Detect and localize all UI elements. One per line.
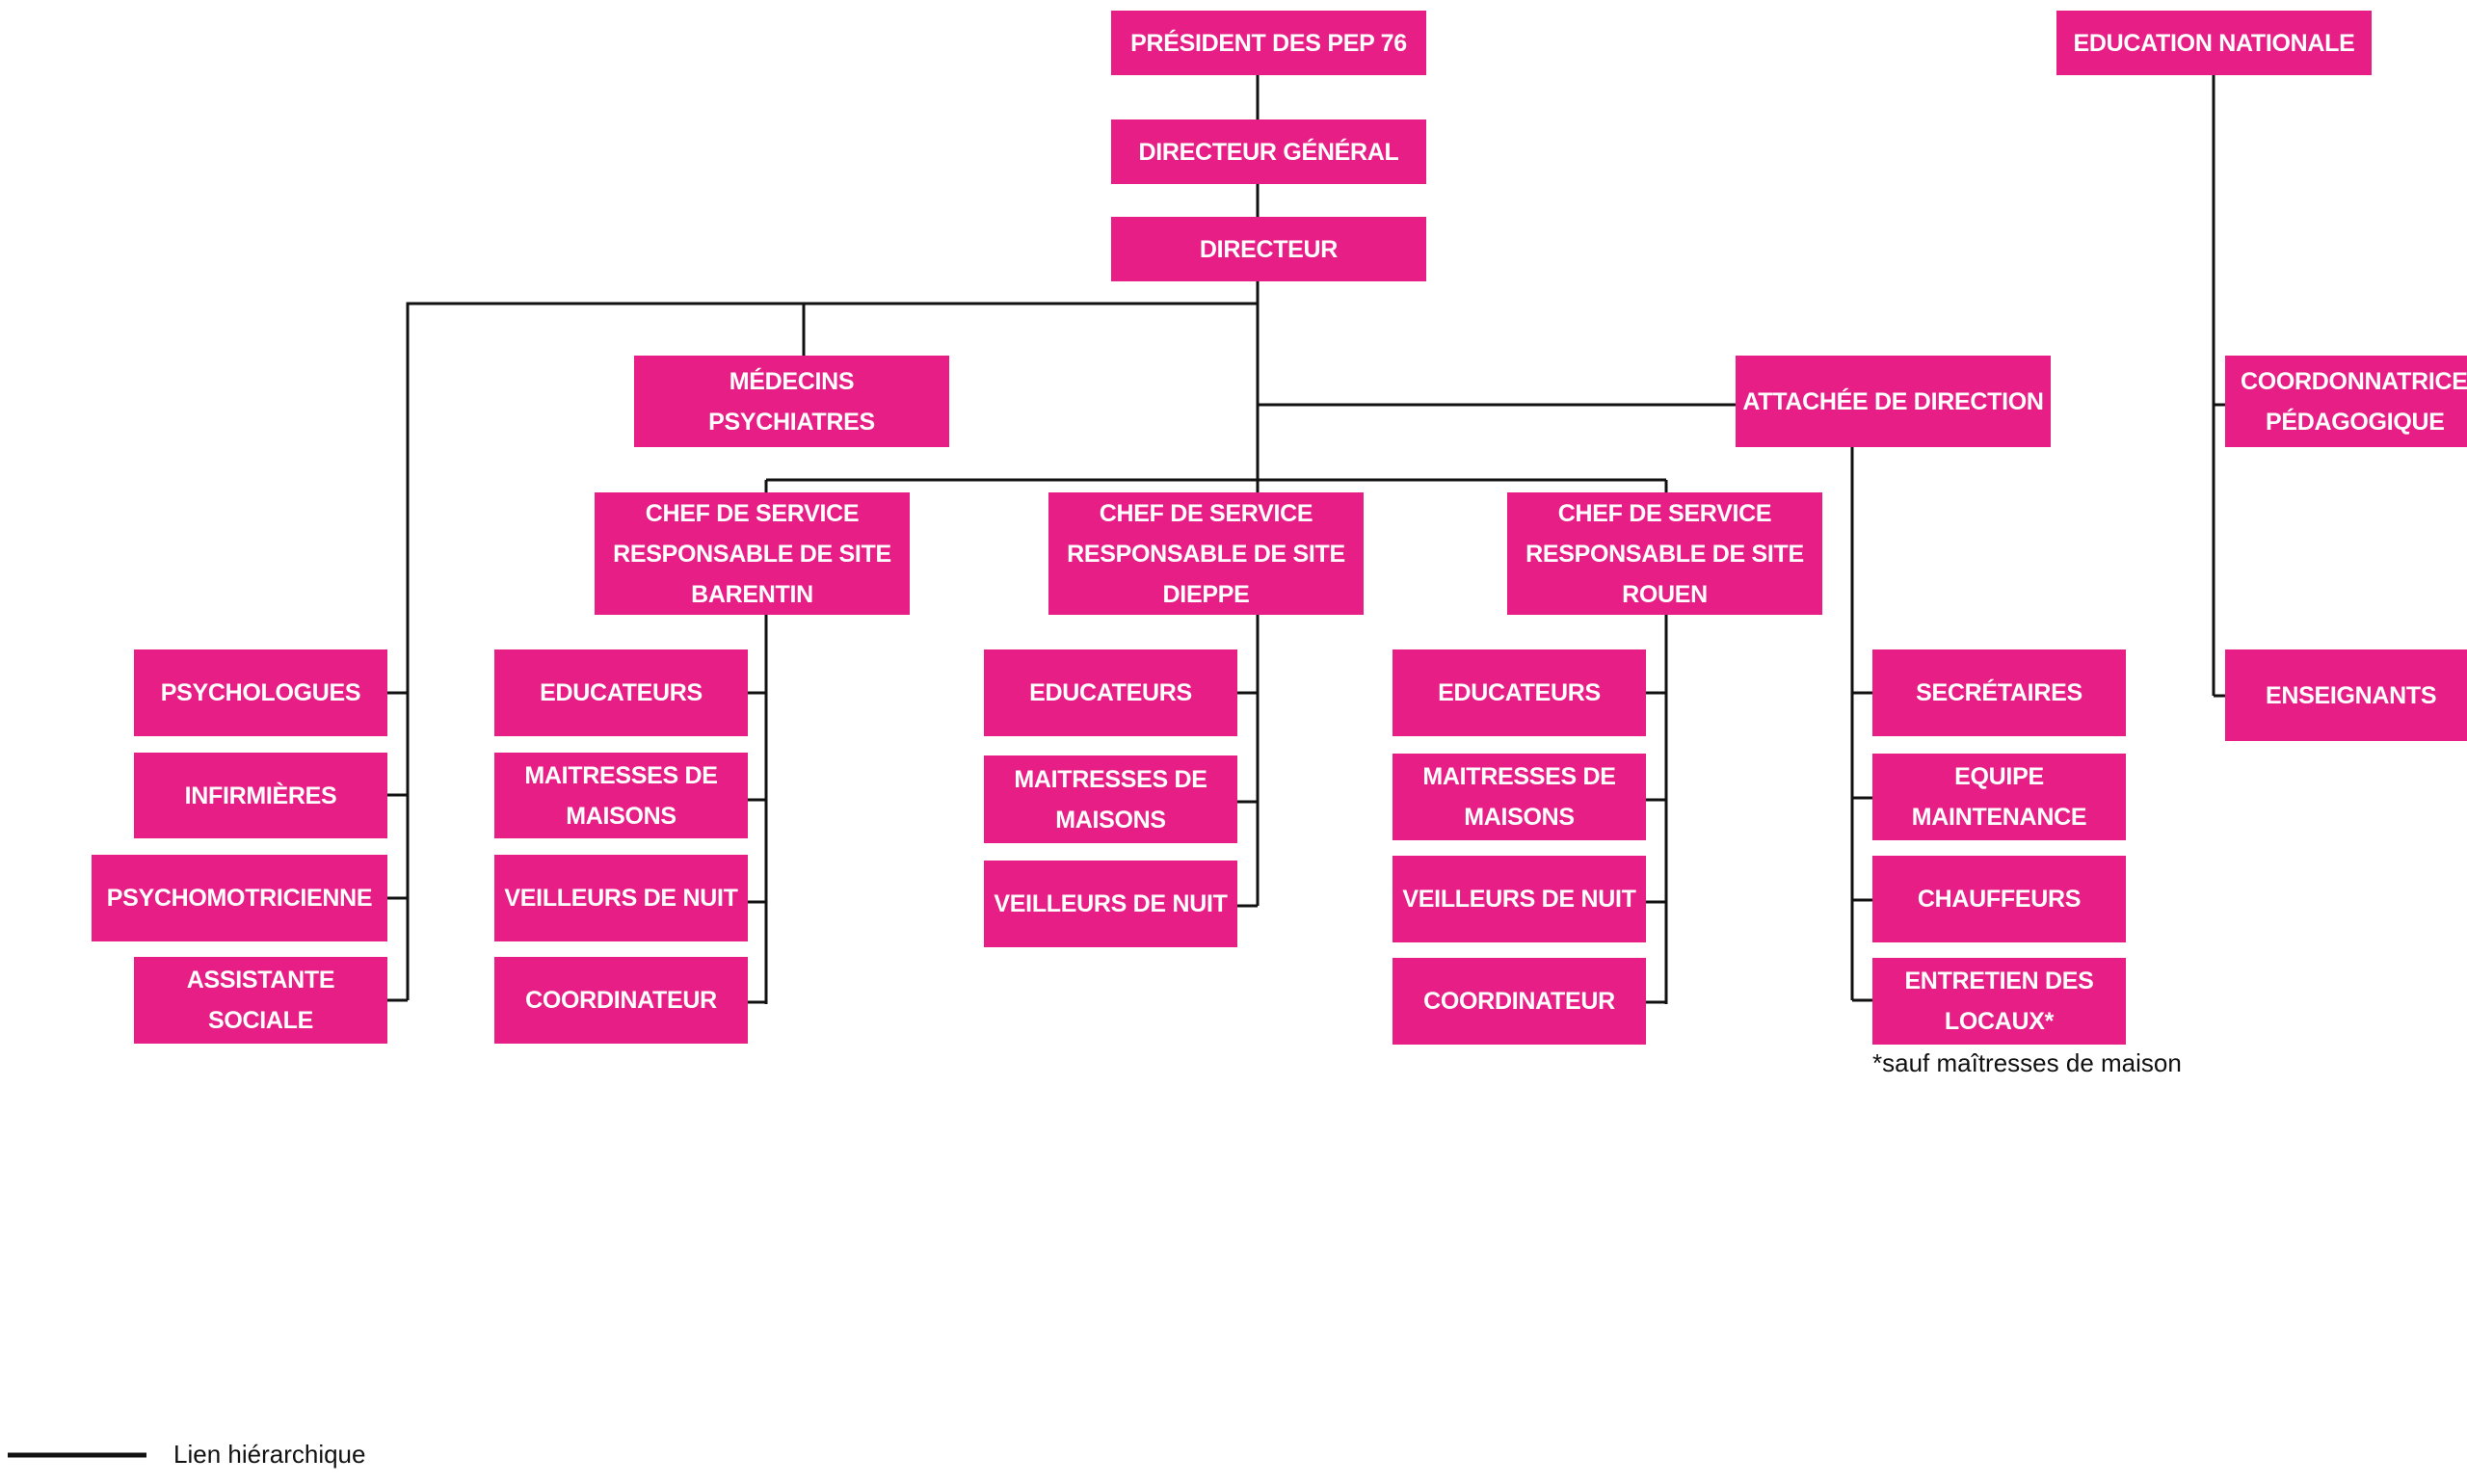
box-chef-barentin: CHEF DE SERVICE RESPONSABLE DE SITE BARENT… [595,492,910,615]
label: CHEF DE SERVICE [1099,499,1313,527]
label: ENSEIGNANTS [2266,681,2437,709]
box-rouen-maitresses: MAITRESSES DE MAISONS [1393,754,1646,840]
label: INFIRMIÈRES [184,782,337,809]
label: SECRÉTAIRES [1916,679,2082,706]
label: EQUIPE [1954,763,2044,790]
label: EDUCATION NATIONALE [2073,29,2355,57]
label: VEILLEURS DE NUIT [1402,886,1636,913]
box-chef-rouen: CHEF DE SERVICE RESPONSABLE DE SITE ROUEN [1507,492,1822,615]
box-enseignants: ENSEIGNANTS [2225,649,2467,741]
box-medecins: MÉDECINS PSYCHIATRES [634,356,949,447]
box-entretien-locaux: ENTRETIEN DES LOCAUX* [1872,958,2126,1045]
medical-ticks [387,691,408,1002]
label: PÉDAGOGIQUE [2266,408,2445,436]
box-psychomotricienne: PSYCHOMOTRICIENNE [92,855,387,941]
label: EDUCATEURS [540,679,703,706]
label: SOCIALE [207,1007,314,1034]
label: RESPONSABLE DE SITE [613,540,891,568]
label: BARENTIN [691,580,813,608]
box-directeur-general: DIRECTEUR GÉNÉRAL [1111,119,1426,184]
education-line [2212,75,2225,698]
box-coordonnatrice: COORDONNATRICE PÉDAGOGIQUE [2225,356,2467,447]
box-assistante-sociale: ASSISTANTE SOCIALE [134,957,387,1044]
label: RESPONSABLE DE SITE [1067,540,1345,568]
label: MAITRESSES DE [1422,763,1616,790]
box-secretaires: SECRÉTAIRES [1872,649,2126,736]
label: COORDONNATRICE [2241,367,2467,395]
label: MAISONS [566,802,676,830]
label: DIEPPE [1162,580,1250,608]
box-psychologues: PSYCHOLOGUES [134,649,387,736]
label: EDUCATEURS [1438,679,1601,706]
label: CHEF DE SERVICE [1557,499,1772,527]
box-directeur: DIRECTEUR [1111,217,1426,281]
label: CHEF DE SERVICE [645,499,860,527]
label: PRÉSIDENT DES PEP 76 [1130,29,1407,57]
label: ASSISTANTE [186,967,335,994]
footnote: *sauf maîtresses de maison [1872,1048,2182,1077]
label: MÉDECINS [729,367,855,395]
label: MAINTENANCE [1911,804,2087,831]
box-barentin-maitresses: MAITRESSES DE MAISONS [494,753,748,838]
label: PSYCHIATRES [708,408,875,436]
box-president: PRÉSIDENT DES PEP 76 [1111,11,1426,75]
admin-line [1850,447,1872,1002]
box-rouen-coordinateur: COORDINATEUR [1393,958,1646,1045]
box-rouen-educateurs: EDUCATEURS [1393,649,1646,736]
rouen-line [1646,615,1668,1004]
box-chauffeurs: CHAUFFEURS [1872,856,2126,942]
label: MAITRESSES DE [524,761,718,789]
dieppe-line [1237,615,1260,908]
label: COORDINATEUR [1423,988,1615,1015]
medical-branch-line [406,302,1258,1000]
label: DIRECTEUR GÉNÉRAL [1138,138,1399,166]
label: PSYCHOLOGUES [160,679,361,706]
label: DIRECTEUR [1199,235,1339,263]
label: CHAUFFEURS [1917,886,2082,913]
label: VEILLEURS DE NUIT [994,890,1228,917]
barentin-line [748,615,768,1004]
box-dieppe-educateurs: EDUCATEURS [984,649,1237,736]
chef-bar-line [764,478,1668,492]
box-infirmieres: INFIRMIÈRES [134,753,387,838]
box-dieppe-veilleurs: VEILLEURS DE NUIT [984,861,1237,947]
box-rouen-veilleurs: VEILLEURS DE NUIT [1393,856,1646,942]
label: COORDINATEUR [525,987,717,1014]
box-barentin-coordinateur: COORDINATEUR [494,957,748,1044]
legend-label: Lien hiérarchique [173,1440,366,1469]
box-barentin-educateurs: EDUCATEURS [494,649,748,736]
box-education-nationale: EDUCATION NATIONALE [2056,11,2372,75]
label: MAISONS [1464,804,1575,831]
label: MAISONS [1055,806,1166,834]
label: ENTRETIEN DES [1904,967,2094,994]
label: RESPONSABLE DE SITE [1525,540,1804,568]
box-dieppe-maitresses: MAITRESSES DE MAISONS [984,755,1237,843]
box-barentin-veilleurs: VEILLEURS DE NUIT [494,855,748,941]
box-chef-dieppe: CHEF DE SERVICE RESPONSABLE DE SITE DIEPPE [1048,492,1364,615]
box-attachee: ATTACHÉE DE DIRECTION [1736,356,2051,447]
label: LOCAUX* [1944,1008,2055,1035]
label: PSYCHOMOTRICIENNE [106,885,373,912]
box-equipe-maintenance: EQUIPE MAINTENANCE [1872,754,2126,840]
label: ATTACHÉE DE DIRECTION [1742,387,2044,415]
label: ROUEN [1622,580,1708,608]
label: MAITRESSES DE [1014,765,1207,793]
label: EDUCATEURS [1029,679,1192,706]
label: VEILLEURS DE NUIT [504,885,738,912]
